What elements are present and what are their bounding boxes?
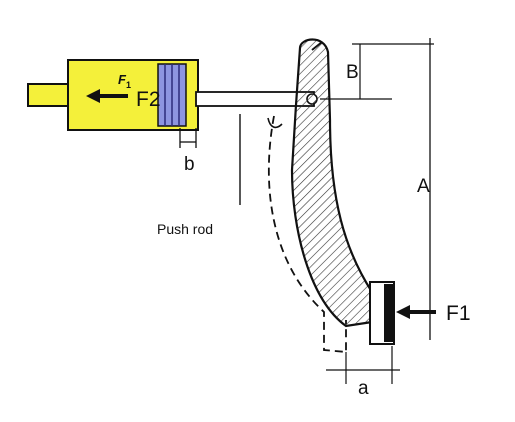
- label-dim-A: A: [417, 176, 430, 197]
- pedal-arm: [290, 38, 374, 328]
- label-b-small: b: [184, 154, 195, 175]
- f1-arrow-head: [396, 305, 410, 319]
- displaced-pedal-outline: [267, 115, 347, 353]
- label-push-rod: Push rod: [157, 221, 213, 237]
- label-dim-B: B: [346, 62, 359, 83]
- label-f-small: F: [118, 72, 127, 87]
- label-f1: F1: [446, 302, 471, 325]
- label-f2: F2: [136, 88, 161, 111]
- label-a-small: a: [358, 378, 369, 399]
- foot-pad-rubber: [384, 284, 394, 342]
- upper-pivot: [311, 41, 323, 51]
- label-f-sub: 1: [126, 80, 131, 90]
- displaced-pedal-arc: [267, 117, 283, 129]
- master-cylinder: [27, 59, 199, 131]
- cylinder-inlet-pipe: [27, 83, 71, 107]
- f2-arrow-head: [86, 89, 100, 103]
